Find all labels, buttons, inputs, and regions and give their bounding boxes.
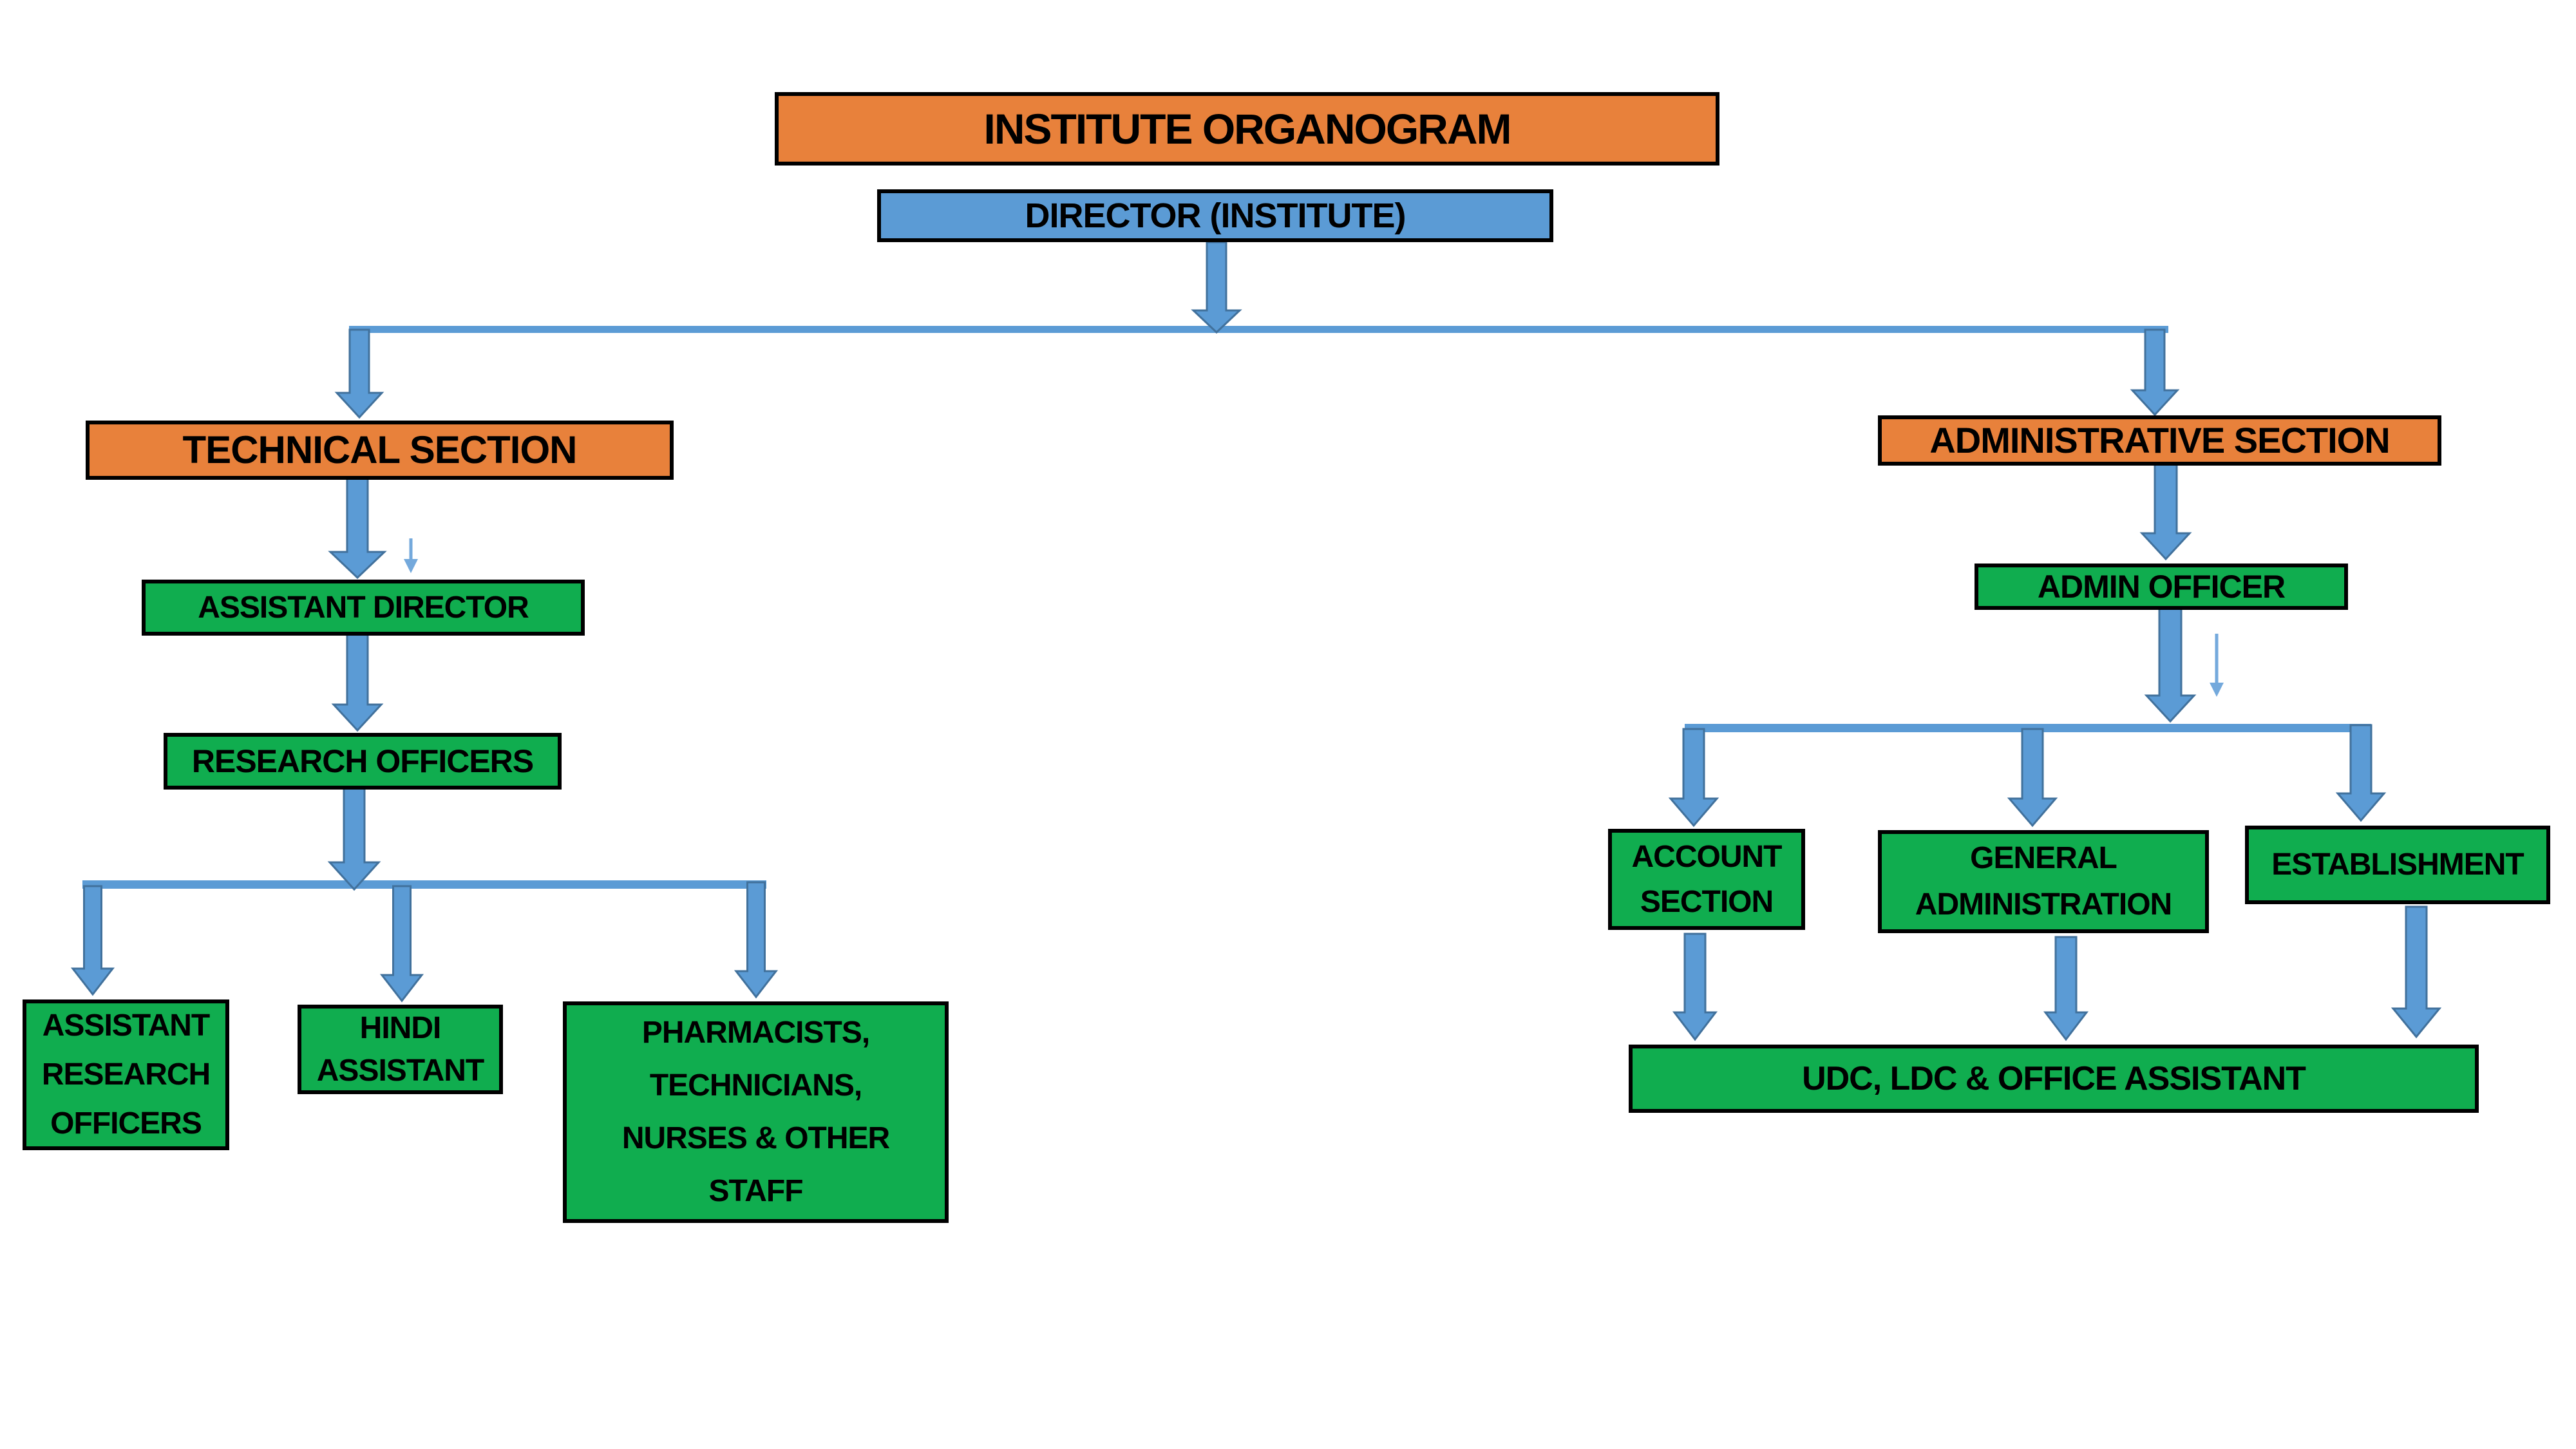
down-arrow-connector bbox=[1191, 241, 1242, 334]
down-arrow-connector bbox=[2391, 905, 2442, 1039]
down-arrow-connector bbox=[2139, 462, 2192, 561]
connector-line bbox=[82, 880, 766, 889]
udc-box: UDC, LDC & OFFICE ASSISTANT bbox=[1629, 1045, 2479, 1113]
box-line: ACCOUNT bbox=[1631, 839, 1783, 874]
technical-section-label: TECHNICAL SECTION bbox=[182, 428, 578, 471]
box-line: SECTION bbox=[1640, 884, 1774, 919]
research-officers-box: RESEARCH OFFICERS bbox=[164, 733, 562, 790]
box-line: HINDI bbox=[359, 1010, 442, 1045]
down-arrow-connector bbox=[2335, 724, 2387, 822]
box-line: PHARMACISTS, bbox=[641, 1016, 870, 1050]
udc-label: UDC, LDC & OFFICE ASSISTANT bbox=[1802, 1060, 2306, 1097]
down-arrow-connector bbox=[70, 885, 115, 996]
title-box: INSTITUTE ORGANOGRAM bbox=[775, 92, 1719, 166]
general-administration-box: GENERAL ADMINISTRATION bbox=[1878, 830, 2209, 933]
box-line: TECHNICIANS, bbox=[649, 1068, 862, 1103]
down-arrow-connector bbox=[2007, 728, 2058, 828]
down-arrow-connector bbox=[331, 633, 384, 732]
director-box: DIRECTOR (INSTITUTE) bbox=[877, 189, 1553, 242]
director-label: DIRECTOR (INSTITUTE) bbox=[1025, 196, 1406, 235]
administrative-section-box: ADMINISTRATIVE SECTION bbox=[1878, 415, 2441, 466]
thin-down-arrow-head bbox=[2210, 683, 2224, 697]
research-officers-label: RESEARCH OFFICERS bbox=[191, 743, 534, 779]
box-line: GENERAL bbox=[1970, 841, 2117, 875]
technical-section-box: TECHNICAL SECTION bbox=[86, 421, 674, 480]
administrative-section-label: ADMINISTRATIVE SECTION bbox=[1929, 420, 2390, 460]
box-line: ADMINISTRATION bbox=[1915, 887, 2172, 922]
account-section-box: ACCOUNT SECTION bbox=[1608, 829, 1805, 930]
thin-down-arrow-head bbox=[404, 559, 418, 573]
down-arrow-connector bbox=[2144, 607, 2197, 723]
assistant-director-box: ASSISTANT DIRECTOR bbox=[142, 580, 585, 636]
box-line: ASSISTANT bbox=[42, 1009, 210, 1043]
pharmacists-staff-box: PHARMACISTS, TECHNICIANS, NURSES & OTHER… bbox=[563, 1001, 949, 1223]
box-line: OFFICERS bbox=[50, 1106, 202, 1141]
assistant-director-label: ASSISTANT DIRECTOR bbox=[198, 590, 529, 625]
down-arrow-connector bbox=[1668, 728, 1719, 828]
hindi-assistant-box: HINDI ASSISTANT bbox=[298, 1005, 503, 1094]
box-line: STAFF bbox=[708, 1174, 803, 1208]
down-arrow-connector bbox=[334, 328, 384, 419]
admin-officer-box: ADMIN OFFICER bbox=[1975, 564, 2348, 610]
down-arrow-connector bbox=[734, 881, 779, 999]
box-line: RESEARCH bbox=[41, 1057, 211, 1092]
down-arrow-connector bbox=[328, 477, 387, 580]
box-line: NURSES & OTHER bbox=[621, 1121, 890, 1155]
connector-line bbox=[349, 326, 2168, 333]
title-label: INSTITUTE ORGANOGRAM bbox=[983, 105, 1512, 153]
box-line: ASSISTANT bbox=[316, 1053, 484, 1088]
down-arrow-connector bbox=[379, 885, 424, 1003]
admin-officer-label: ADMIN OFFICER bbox=[2037, 569, 2286, 605]
assistant-research-officers-box: ASSISTANT RESEARCH OFFICERS bbox=[23, 999, 229, 1150]
establishment-label: ESTABLISHMENT bbox=[2271, 848, 2524, 882]
down-arrow-connector bbox=[1672, 933, 1718, 1041]
establishment-box: ESTABLISHMENT bbox=[2245, 826, 2550, 904]
down-arrow-connector bbox=[2043, 936, 2089, 1041]
down-arrow-connector bbox=[327, 787, 381, 891]
down-arrow-connector bbox=[2130, 328, 2180, 417]
